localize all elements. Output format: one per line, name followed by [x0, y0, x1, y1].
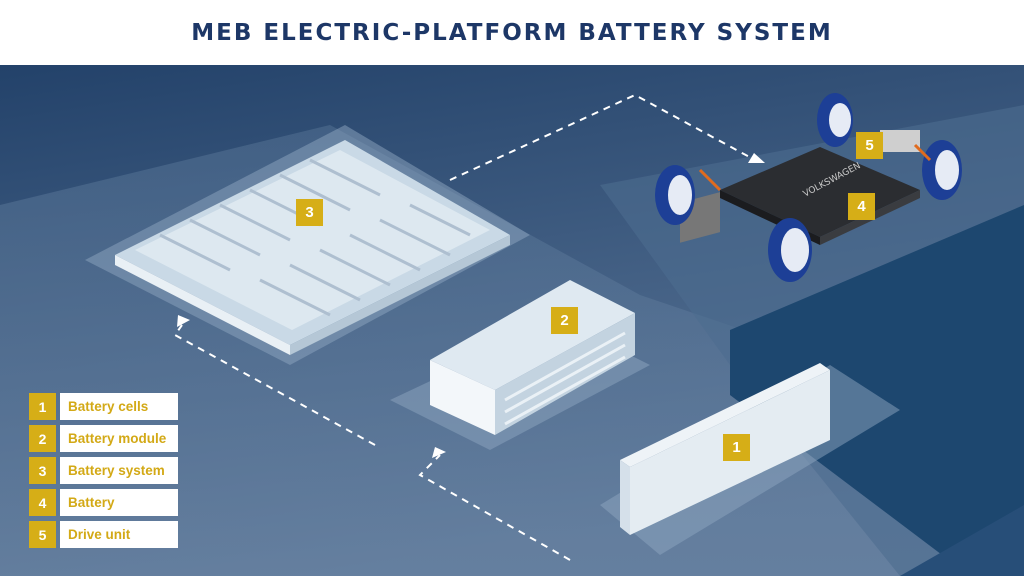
callout-badge-3: 3	[296, 199, 323, 226]
header: MEB ELECTRIC-PLATFORM BATTERY SYSTEM	[0, 0, 1024, 65]
legend-number: 4	[29, 489, 56, 516]
arrowhead-module	[432, 447, 446, 458]
callout-badge-5: 5	[856, 132, 883, 159]
legend-label: Drive unit	[60, 521, 178, 548]
legend-number: 2	[29, 425, 56, 452]
callout-badge-4: 4	[848, 193, 875, 220]
legend-number: 1	[29, 393, 56, 420]
diagram-scene: VOLKSWAGEN	[0, 65, 1024, 576]
legend-label: Battery module	[60, 425, 178, 452]
callout-badge-2: 2	[551, 307, 578, 334]
legend-label: Battery	[60, 489, 178, 516]
battery-module-illustration	[390, 280, 650, 450]
dark-corner	[900, 505, 1024, 576]
arrowhead-car	[748, 153, 765, 163]
callout-badge-1: 1	[723, 434, 750, 461]
dark-band	[730, 205, 1024, 576]
arrow-cell-to-module	[418, 454, 571, 561]
arrow-system-to-car	[449, 93, 756, 181]
legend-label: Battery system	[60, 457, 178, 484]
legend-label: Battery cells	[60, 393, 178, 420]
page-title: MEB ELECTRIC-PLATFORM BATTERY SYSTEM	[191, 19, 833, 46]
battery-system-illustration	[85, 125, 530, 365]
arrow-module-to-system	[173, 324, 376, 446]
arrowhead-system	[177, 315, 190, 327]
legend-number: 5	[29, 521, 56, 548]
flow-arrows	[173, 93, 756, 561]
legend-number: 3	[29, 457, 56, 484]
